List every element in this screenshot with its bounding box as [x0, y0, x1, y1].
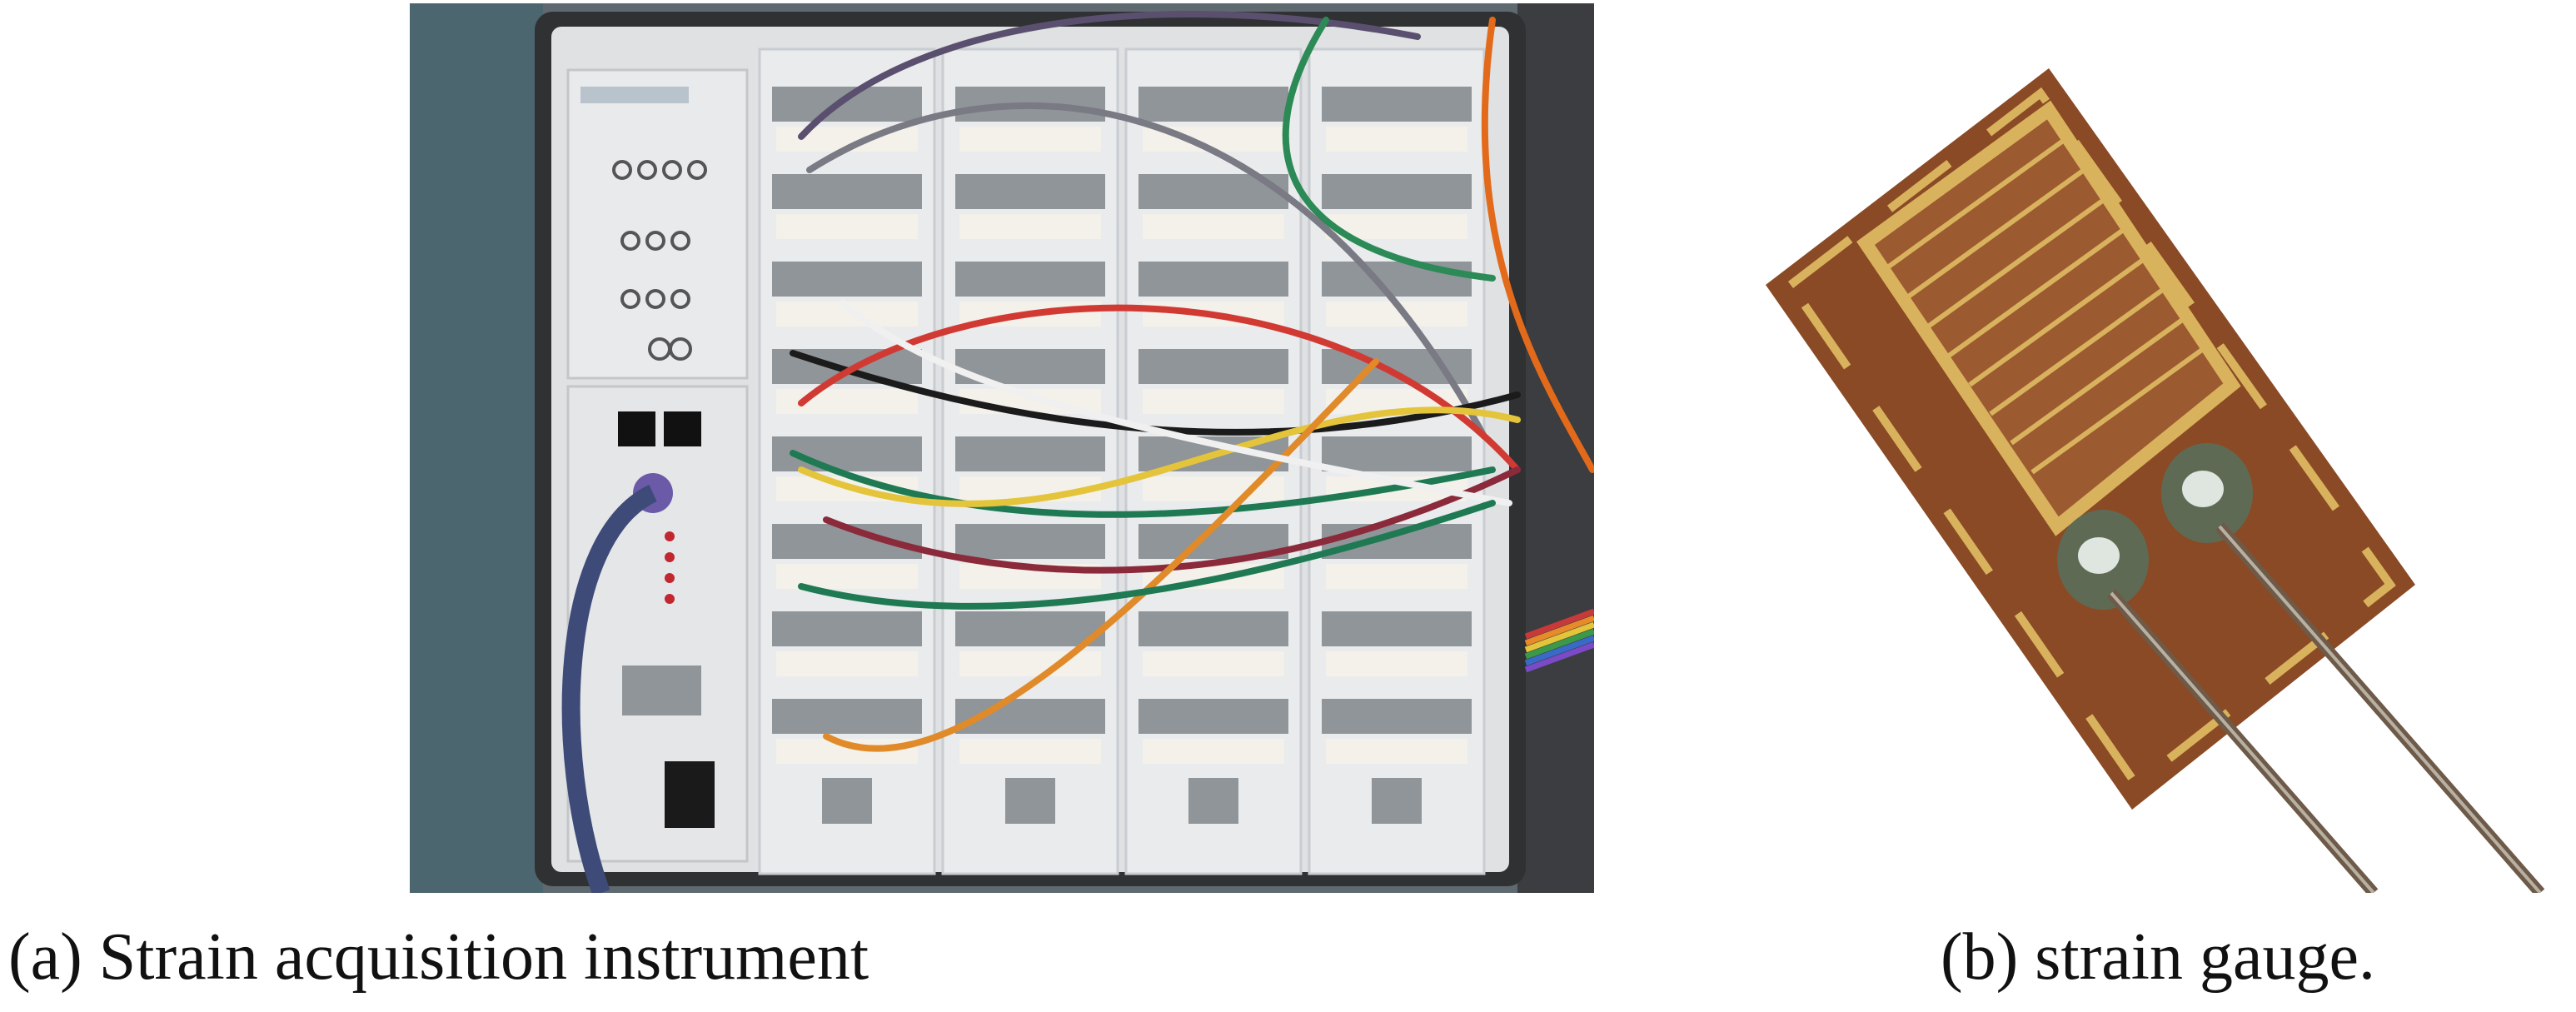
strain-gauge-illustration	[1741, 60, 2576, 893]
strain-acquisition-instrument-photo	[410, 3, 1594, 893]
instrument-illustration	[410, 3, 1594, 893]
caption-a: (a) Strain acquisition instrument	[8, 920, 869, 994]
caption-b: (b) strain gauge.	[1941, 920, 2376, 994]
strain-gauge-photo	[1741, 60, 2576, 893]
